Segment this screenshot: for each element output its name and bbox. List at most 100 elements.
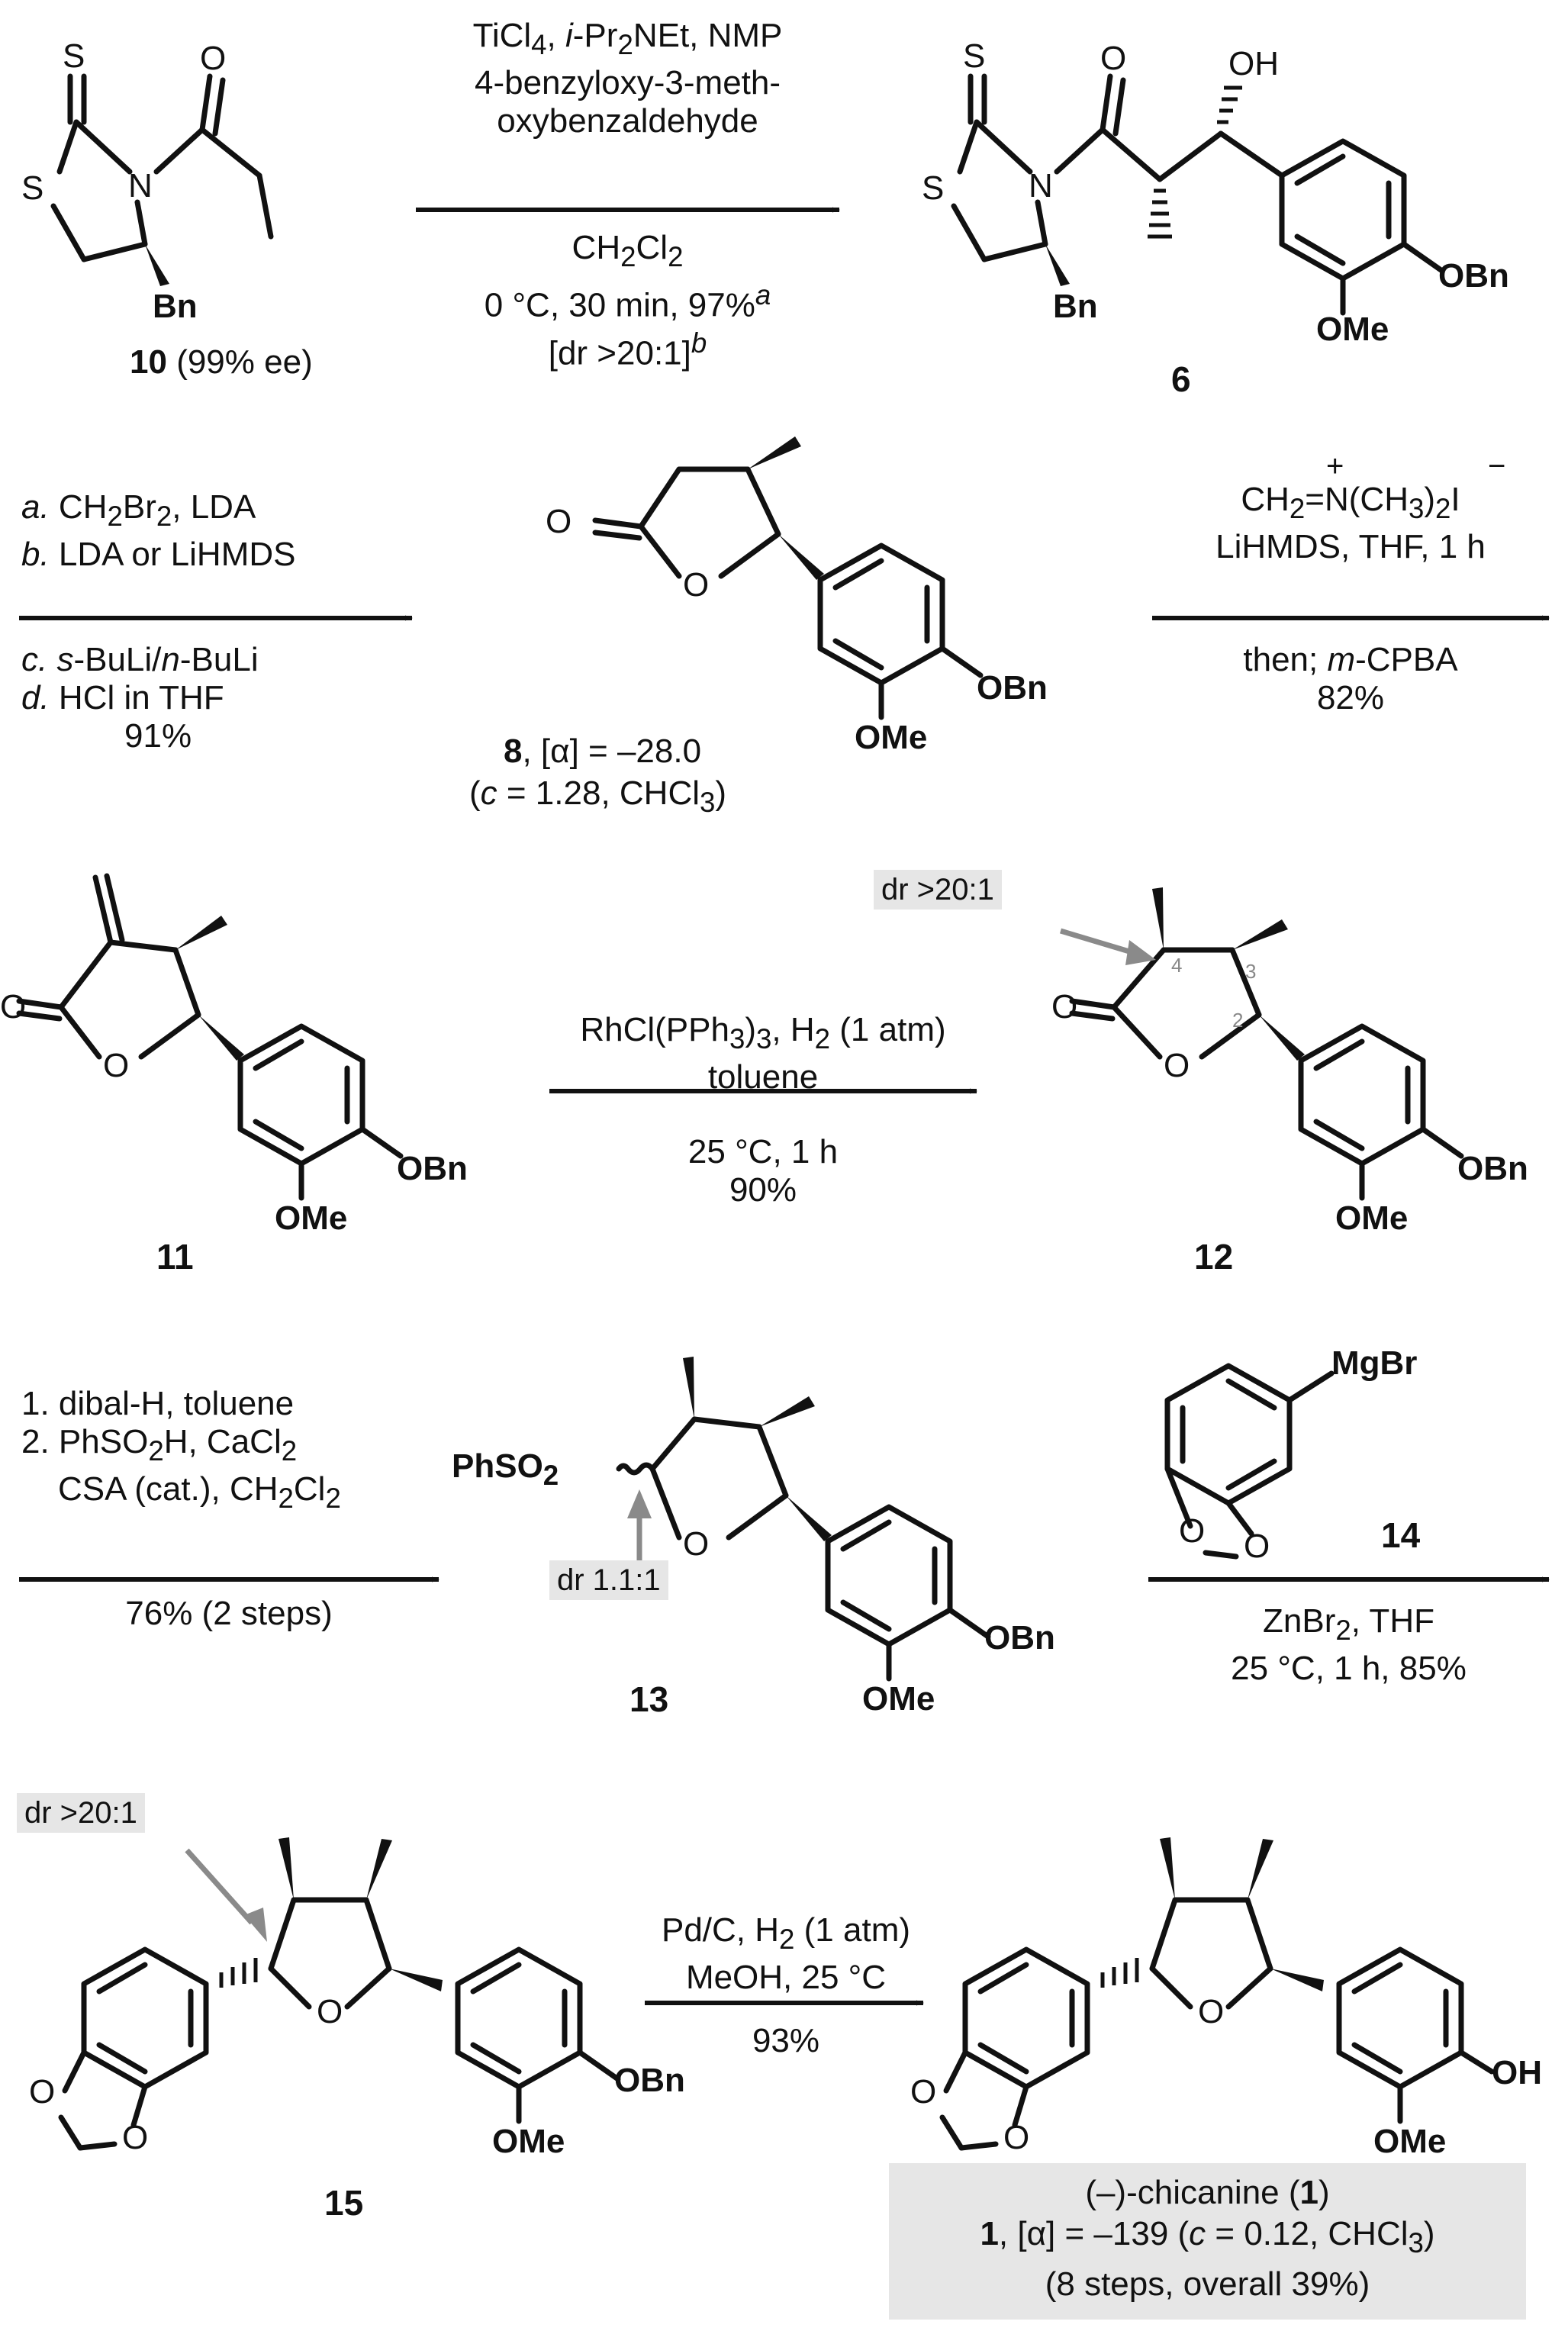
c14-atom-o2: O: [1244, 1528, 1270, 1565]
step-3-yield: 82%: [1316, 679, 1385, 716]
c13-atom-ring-o: O: [683, 1525, 710, 1563]
step-5-conditions-above: 1. dibal-H, toluene 2. PhSO2H, CaCl2 CSA…: [21, 1385, 341, 1518]
c13-phso2-label: PhSO2: [452, 1447, 559, 1491]
c6-obn-label: OBn: [1438, 257, 1509, 295]
compound-12-structure: [1069, 887, 1464, 1201]
c15-ome-label: OMe: [492, 2123, 565, 2160]
final-product-name: (–)-chicanine (1): [1085, 2174, 1330, 2211]
compound-8-rotation-conditions: (c = 1.28, CHCl3): [469, 774, 727, 818]
c6-atom-s-thione: S: [963, 37, 986, 75]
final-product-summary: (8 steps, overall 39%): [1045, 2265, 1370, 2303]
compound-6-label: 6: [1171, 359, 1191, 399]
c10-atom-s-thione: S: [63, 37, 85, 75]
step-4-solvent: toluene: [707, 1058, 819, 1096]
step-4-conditions-above: RhCl(PPh3)3, H2 (1 atm) toluene: [488, 1011, 1038, 1096]
dr-annotation-12: dr >20:1: [874, 870, 1002, 910]
dr-annotation-13: dr 1.1:1: [549, 1560, 668, 1600]
c11-atom-ring-o: O: [103, 1047, 130, 1084]
c1-atom-ring-o: O: [1198, 1993, 1225, 2030]
step-3-base: LiHMDS, THF, 1 h: [1215, 527, 1486, 565]
c12-ome-label: OMe: [1335, 1199, 1409, 1237]
c14-mgbr-label: MgBr: [1331, 1344, 1418, 1382]
step-5-2: 2. PhSO2H, CaCl2: [21, 1423, 298, 1467]
step-4-catalyst: RhCl(PPh3)3, H2 (1 atm): [580, 1011, 946, 1054]
step-3-plus: +: [1326, 449, 1344, 483]
c8-atom-carbonyl-o: O: [546, 503, 572, 540]
c13-obn-label: OBn: [984, 1619, 1055, 1656]
c8-obn-label: OBn: [977, 669, 1048, 707]
c6-atom-oh: OH: [1228, 45, 1279, 82]
c1-oh-label: OH: [1492, 2054, 1542, 2091]
step-1-line-2: 4-benzyloxy-3-meth-: [474, 63, 781, 101]
step-1-conditions-below: CH2Cl2 0 °C, 30 min, 97%a [dr >20:1]b: [416, 229, 839, 373]
final-product-box: (–)-chicanine (1) 1, [α] = –139 (c = 0.1…: [889, 2163, 1526, 2320]
step-1-solvent: CH2Cl2: [571, 229, 684, 272]
c14-atom-o1: O: [1179, 1512, 1206, 1550]
final-product-rotation: 1, [α] = –139 (c = 0.12, CHCl3): [980, 2215, 1435, 2259]
c1-ome-label: OMe: [1373, 2123, 1447, 2160]
c15-atom-o2: O: [122, 2119, 149, 2156]
compound-15-structure: [58, 1837, 621, 2151]
compound-1-structure: [939, 1837, 1495, 2151]
step-5-yield: 76% (2 steps): [125, 1595, 333, 1632]
step-4-temp: 25 °C, 1 h: [687, 1133, 839, 1170]
step-6-temp-yield: 25 °C, 1 h, 85%: [1231, 1649, 1467, 1687]
c11-atom-carbonyl-o: O: [0, 988, 27, 1025]
step-2-yield: 91%: [124, 717, 192, 755]
compound-11-structure: [16, 873, 404, 1201]
c6-atom-o: O: [1100, 40, 1127, 77]
c8-atom-ring-o: O: [683, 566, 710, 604]
step-6-conditions-below: ZnBr2, THF 25 °C, 1 h, 85%: [1148, 1602, 1549, 1688]
compound-13-structure: [616, 1357, 991, 1682]
compound-12-label: 12: [1194, 1237, 1234, 1277]
step-1-line-1: TiCl4, i-Pr2NEt, NMP: [472, 17, 783, 60]
step-3-minus: −: [1488, 449, 1506, 483]
c15-obn-label: OBn: [614, 2062, 685, 2099]
step-3-charges: + −: [1152, 449, 1549, 483]
step-3-conditions-above: + − CH2=N(CH3)2I LiHMDS, THF, 1 h: [1152, 449, 1549, 566]
step-2-b: b. LDA or LiHMDS: [21, 535, 296, 573]
step-4-yield: 90%: [729, 1171, 797, 1209]
step-2-conditions-below: c. s-BuLi/n-BuLi d. HCl in THF 91%: [21, 641, 259, 755]
compound-14-label: 14: [1381, 1515, 1421, 1555]
c10-atom-n: N: [128, 167, 153, 204]
step-7-yield: 93%: [752, 2022, 820, 2059]
c10-bn-label: Bn: [153, 288, 198, 325]
compound-11-label: 11: [156, 1237, 194, 1277]
step-1-dr: [dr >20:1]b: [548, 327, 707, 373]
compound-13-label: 13: [629, 1679, 669, 1719]
step-3-then: then; m-CPBA: [1243, 641, 1458, 678]
compound-14-structure: [1164, 1363, 1335, 1560]
c10-atom-o: O: [200, 40, 227, 77]
c11-ome-label: OMe: [275, 1199, 348, 1237]
step-5-conditions-below: 76% (2 steps): [19, 1595, 439, 1633]
c6-bn-label: Bn: [1053, 288, 1098, 325]
compound-10-structure: [50, 73, 274, 286]
c10-atom-s-ring: S: [21, 169, 44, 207]
step-4-conditions-below: 25 °C, 1 h 90%: [488, 1133, 1038, 1209]
c13-ome-label: OMe: [862, 1680, 935, 1718]
c11-obn-label: OBn: [397, 1150, 468, 1187]
step-7-solvent: MeOH, 25 °C: [685, 1958, 887, 1996]
compound-15-label: 15: [324, 2183, 364, 2223]
step-1-conditions-above: TiCl4, i-Pr2NEt, NMP 4-benzyloxy-3-meth-…: [416, 17, 839, 140]
step-7-catalyst: Pd/C, H2 (1 atm): [661, 1911, 910, 1955]
c6-atom-s-ring: S: [922, 169, 945, 207]
c12-atom-ring-o: O: [1164, 1047, 1190, 1084]
step-3-reagent: CH2=N(CH3)2I: [1241, 481, 1460, 524]
c12-obn-label: OBn: [1457, 1150, 1528, 1187]
compound-8-caption: 8, [α] = –28.0: [504, 732, 702, 770]
c12-atom-carbonyl-o: O: [1051, 988, 1078, 1025]
step-5-1: 1. dibal-H, toluene: [21, 1385, 295, 1422]
step-3-conditions-below: then; m-CPBA 82%: [1152, 641, 1549, 717]
compound-8-structure: [592, 436, 984, 720]
step-7-conditions-below: 93%: [626, 2022, 946, 2060]
step-1-temp-yield: 0 °C, 30 min, 97%a: [484, 278, 771, 324]
c15-atom-o1: O: [29, 2073, 56, 2110]
step-2-c: c. s-BuLi/n-BuLi: [21, 641, 259, 678]
step-6-reagent: ZnBr2, THF: [1263, 1602, 1434, 1646]
c1-atom-o2: O: [1003, 2119, 1030, 2156]
c12-position-3: 3: [1245, 960, 1257, 983]
step-2-d: d. HCl in THF: [21, 679, 224, 716]
